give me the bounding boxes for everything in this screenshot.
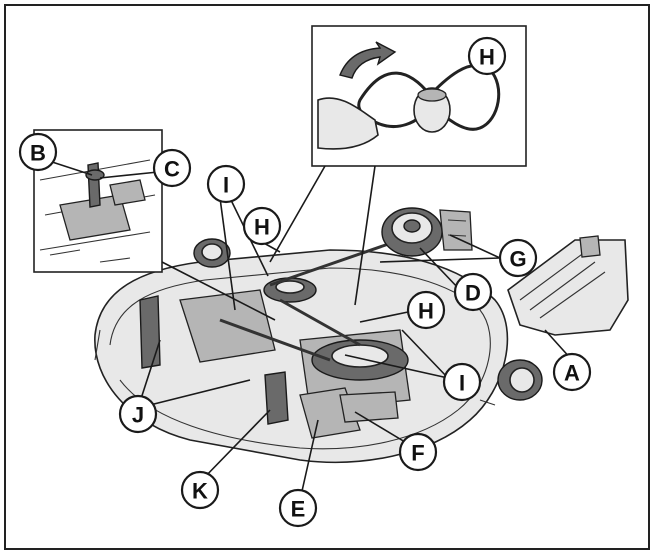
callout-I-right: I [442,362,482,402]
callout-H-inset-text: H [479,45,495,70]
callout-J-text: J [132,403,144,428]
callout-H-right-text: H [418,299,434,324]
callout-E-text: E [291,497,306,522]
mower-deck [94,238,543,464]
callout-F: F [398,432,438,472]
callout-I-left: I [206,164,246,204]
callout-F-text: F [411,441,424,466]
callout-D-text: D [465,281,481,306]
callout-K-text: K [192,479,208,504]
callout-E: E [278,488,318,528]
callout-I-right-text: I [459,371,465,396]
callout-J: J [118,394,158,434]
callout-H-left-text: H [254,215,270,240]
callout-G: G [498,238,538,278]
callout-G-text: G [509,247,526,272]
callout-D: D [453,272,493,312]
callout-H-right: H [406,290,446,330]
callout-A: A [552,352,592,392]
callout-B-text: B [30,141,46,166]
callout-K: K [180,470,220,510]
callout-H-left: H [242,206,282,246]
deck-cover [507,235,629,336]
pulley-assembly [381,207,473,257]
callout-I-left-text: I [223,173,229,198]
callout-H-inset: H [467,36,507,76]
callout-B: B [18,132,58,172]
callout-A-text: A [564,361,580,386]
callout-C: C [152,148,192,188]
callout-C-text: C [164,157,180,182]
